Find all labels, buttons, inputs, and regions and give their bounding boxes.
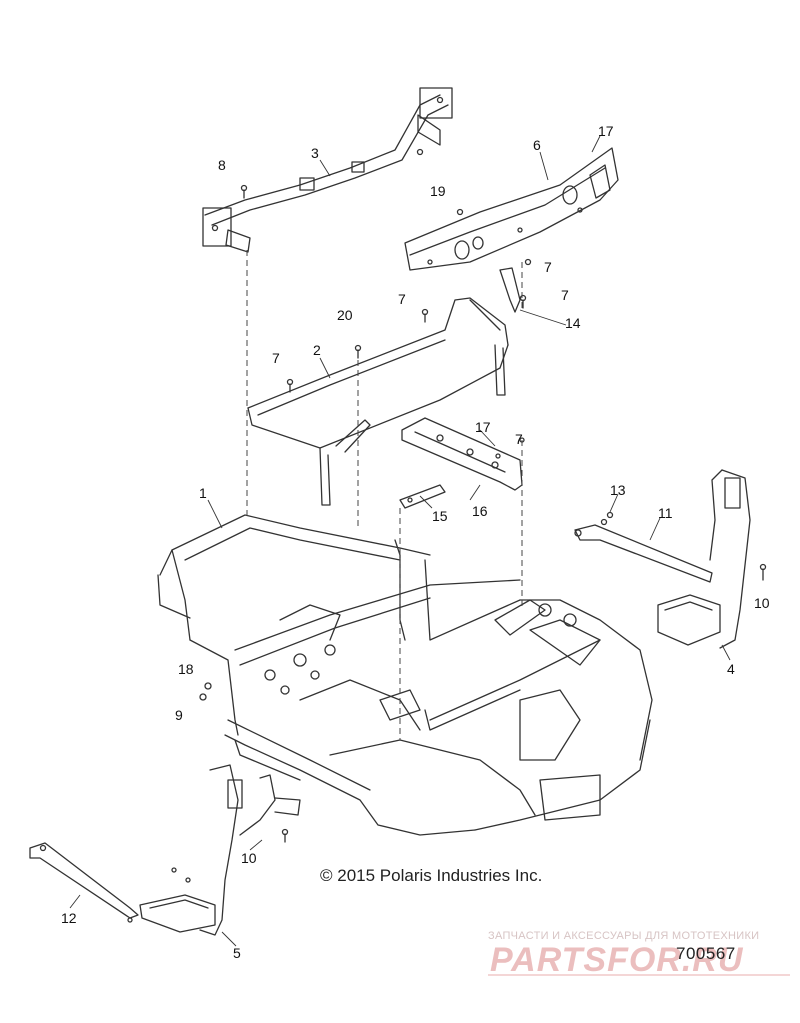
callout-7-upper: 7 bbox=[398, 291, 406, 307]
callout-7-left: 7 bbox=[272, 350, 280, 366]
leader-lines bbox=[69, 135, 731, 947]
callout-4: 4 bbox=[727, 661, 735, 677]
callout-19: 19 bbox=[430, 183, 446, 199]
callout-11: 11 bbox=[658, 505, 673, 521]
callout-20: 20 bbox=[337, 307, 353, 323]
right-nerf-bar-part bbox=[657, 469, 751, 649]
left-nerf-bar-part bbox=[139, 764, 301, 936]
callout-7-skid: 7 bbox=[515, 431, 523, 447]
watermark-tagline: ЗАПЧАСТИ И АКСЕССУАРЫ ДЛЯ МОТОТЕХНИКИ bbox=[488, 930, 760, 942]
skid-plate-part bbox=[401, 417, 523, 491]
rear-cross-tube-part bbox=[202, 87, 453, 253]
callout-7-panel: 7 bbox=[544, 259, 552, 275]
callout-1: 1 bbox=[199, 485, 207, 501]
callout-6: 6 bbox=[533, 137, 541, 153]
tie-bar-part bbox=[574, 524, 713, 583]
callout-7-bracket: 7 bbox=[561, 287, 569, 303]
callout-17-lower: 17 bbox=[475, 419, 491, 435]
callout-14: 14 bbox=[565, 315, 581, 331]
callout-10-left: 10 bbox=[241, 850, 257, 866]
seat-support-panel-part bbox=[404, 147, 619, 271]
bracket-part bbox=[499, 267, 521, 313]
callout-18: 18 bbox=[178, 661, 194, 677]
main-chassis-frame-part bbox=[157, 514, 653, 836]
left-tie-bar-part bbox=[29, 842, 139, 919]
callout-15: 15 bbox=[432, 508, 448, 524]
callout-13: 13 bbox=[610, 482, 626, 498]
callout-12: 12 bbox=[61, 910, 77, 926]
callout-2: 2 bbox=[313, 342, 321, 358]
callout-8: 8 bbox=[218, 157, 226, 173]
fasteners bbox=[127, 148, 767, 923]
cargo-support-frame-part bbox=[247, 297, 509, 506]
callout-5: 5 bbox=[233, 945, 241, 961]
watermark-logo: PARTSFOR.RU bbox=[490, 941, 744, 979]
small-bracket-part bbox=[399, 484, 446, 509]
diagram-part-number: 700567 bbox=[676, 944, 736, 963]
callout-9: 9 bbox=[175, 707, 183, 723]
callout-16: 16 bbox=[472, 503, 488, 519]
callout-10-right: 10 bbox=[754, 595, 770, 611]
callout-3: 3 bbox=[311, 145, 319, 161]
callout-17-upper: 17 bbox=[598, 123, 614, 139]
copyright-text: © 2015 Polaris Industries Inc. bbox=[320, 866, 543, 885]
alignment-lines bbox=[246, 250, 523, 740]
